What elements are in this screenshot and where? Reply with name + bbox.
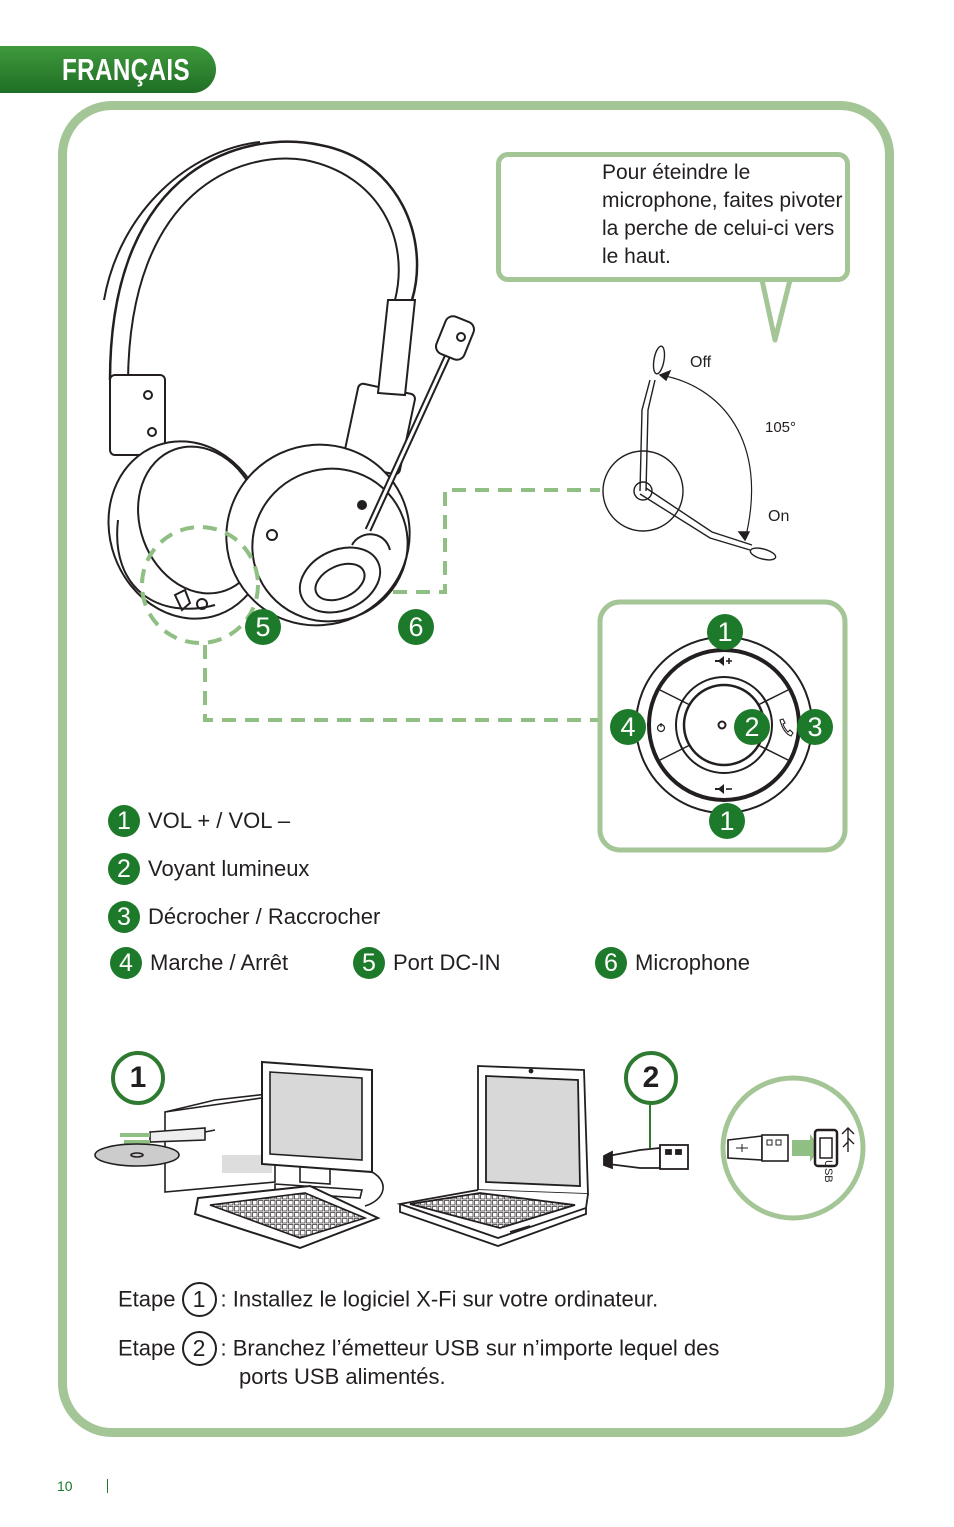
mic-angle-label: 105°	[765, 419, 797, 436]
step-number: 1	[181, 1282, 217, 1317]
mic-off-label: Off	[690, 354, 712, 371]
legend-item: 2 Voyant lumineux	[108, 853, 309, 885]
legend-item: 4 Marche / Arrêt	[110, 947, 288, 979]
legend-item: 6 Microphone	[595, 947, 750, 979]
legend-item: 5 Port DC-IN	[353, 947, 501, 979]
badge-led: 2	[734, 709, 770, 745]
mic-callout-box	[496, 152, 850, 282]
legend-item: 3 Décrocher / Raccrocher	[108, 901, 380, 933]
step-prefix: Etape	[118, 1286, 176, 1312]
mic-on-label: On	[768, 508, 790, 525]
mic-rotation-diagram	[602, 345, 777, 561]
laptop-illustration	[396, 1065, 589, 1247]
mic-callout-text: Pour éteindre le microphone, faites pivo…	[602, 161, 843, 268]
legend-number: 1	[108, 805, 140, 837]
legend-label: Microphone	[635, 950, 750, 975]
legend-number: 6	[595, 947, 627, 979]
callout-tail	[759, 279, 793, 343]
badge-power: 4	[610, 709, 646, 745]
step-2-continuation: ports USB alimentés.	[239, 1364, 446, 1389]
install-step-2-badge: 2	[624, 1051, 678, 1105]
usb-dongle-illustration	[603, 1100, 689, 1170]
legend-number: 3	[108, 901, 140, 933]
badge-vol-up: 1	[707, 614, 743, 650]
page-number: 10	[57, 1478, 73, 1494]
language-tab: FRANÇAIS	[0, 46, 216, 93]
legend-label: Marche / Arrêt	[150, 950, 289, 975]
desktop-computer-illustration	[94, 1060, 384, 1250]
badge-vol-down: 1	[709, 803, 745, 839]
badge-dc-port: 5	[245, 609, 281, 645]
legend-label: Voyant lumineux	[148, 856, 310, 881]
content-frame	[58, 101, 894, 1437]
install-step-1-badge: 1	[111, 1051, 165, 1105]
legend-label: Décrocher / Raccrocher	[148, 904, 381, 929]
usb-port-label: USB	[822, 1160, 834, 1183]
usb-port-detail	[720, 1075, 866, 1221]
step-prefix: Etape	[118, 1335, 176, 1361]
legend-number: 4	[110, 947, 142, 979]
legend-item: 1 VOL + / VOL –	[108, 805, 290, 837]
step-text: : Installez le logiciel X-Fi sur votre o…	[220, 1286, 659, 1312]
dashed-connectors	[140, 488, 600, 722]
step-number: 2	[181, 1331, 217, 1366]
legend-number: 2	[108, 853, 140, 885]
legend-label: Port DC-IN	[393, 950, 501, 975]
badge-microphone: 6	[398, 609, 434, 645]
language-label: FRANÇAIS	[62, 52, 191, 87]
footer-divider	[107, 1479, 108, 1493]
badge-call: 3	[797, 709, 833, 745]
legend-label: VOL + / VOL –	[148, 808, 291, 833]
legend-number: 5	[353, 947, 385, 979]
step-text: : Branchez l’émetteur USB sur n’importe …	[220, 1335, 720, 1361]
